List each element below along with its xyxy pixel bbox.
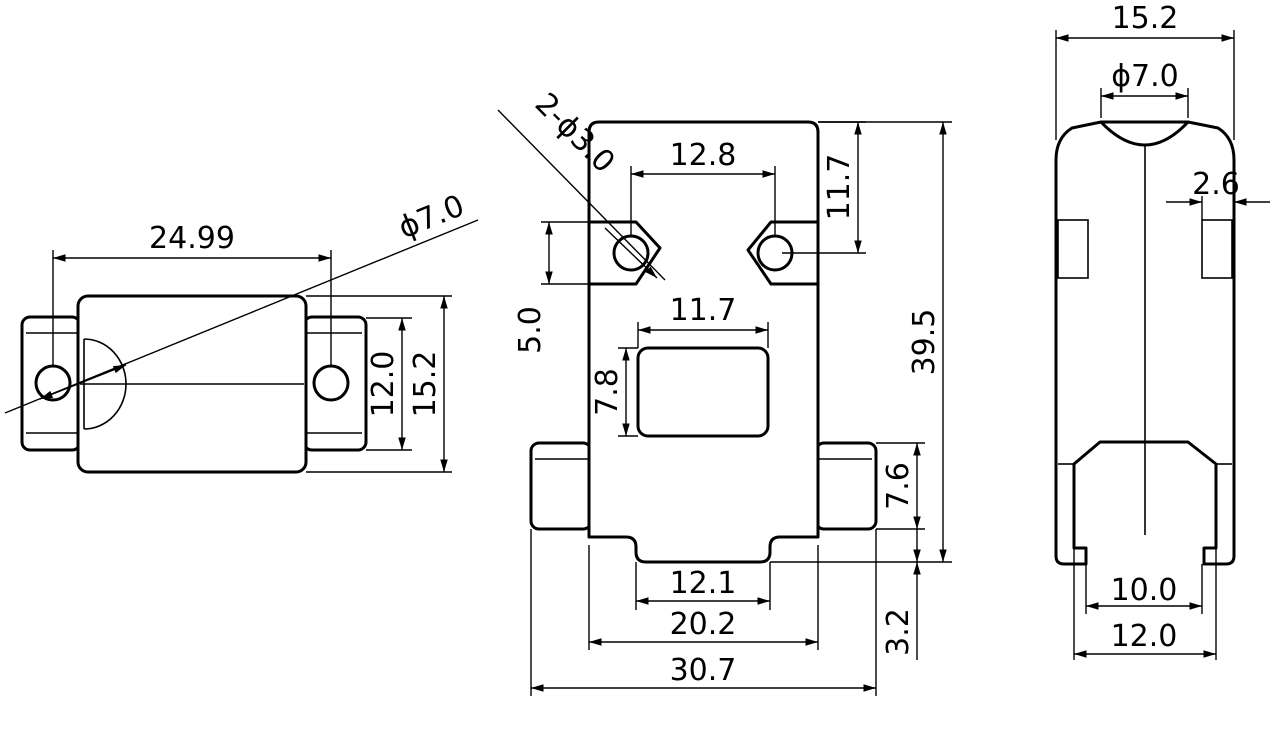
side-view: 24.99 ϕ7.0 12.0 15.2 xyxy=(4,188,479,474)
dim-side-width: 24.99 xyxy=(149,221,235,256)
dim-front-total-width: 30.7 xyxy=(670,653,737,688)
dim-front-total-height: 39.5 xyxy=(907,309,942,376)
dim-side-inner-height: 12.0 xyxy=(366,351,401,418)
right-flange xyxy=(814,441,878,531)
end-left-slot xyxy=(1057,219,1089,279)
left-hole xyxy=(34,364,72,402)
dim-front-flange-height: 7.6 xyxy=(881,462,916,510)
right-hole xyxy=(312,364,350,402)
end-view: 15.2 ϕ7.0 2.6 10.0 12.0 xyxy=(1054,1,1270,660)
connector-window xyxy=(636,346,770,438)
dim-end-width: 15.2 xyxy=(1112,1,1179,36)
dim-front-bottom-step: 3.2 xyxy=(881,608,916,656)
right-boss xyxy=(746,220,818,286)
cable-entry xyxy=(83,338,127,430)
dim-end-cable-dia: ϕ7.0 xyxy=(1111,59,1179,94)
dim-front-window-height: 7.8 xyxy=(590,368,625,416)
end-shell xyxy=(1054,120,1236,566)
front-view: 2-ϕ3.0 12.8 11.7 5.0 11.7 7.8 39.5 xyxy=(497,86,952,696)
end-right-slot xyxy=(1201,219,1233,279)
dim-side-outer-height: 15.2 xyxy=(408,351,443,418)
dim-side-hole-dia: ϕ7.0 xyxy=(394,188,470,246)
front-body xyxy=(587,120,820,564)
dim-front-window-width: 11.7 xyxy=(670,293,737,328)
dim-end-wall: 2.6 xyxy=(1192,167,1240,202)
dim-front-body-width: 20.2 xyxy=(670,607,737,642)
dim-front-top-to-hole: 11.7 xyxy=(822,154,857,221)
end-cable-arc xyxy=(1099,120,1190,147)
dim-front-hole-spacing: 12.8 xyxy=(670,138,737,173)
dim-front-hole-height: 5.0 xyxy=(513,306,548,354)
left-flange xyxy=(529,441,593,531)
dim-end-outer-width: 12.0 xyxy=(1111,619,1178,654)
dim-front-tab-width: 12.1 xyxy=(670,566,737,601)
left-boss xyxy=(589,220,662,286)
dim-end-inner-width: 10.0 xyxy=(1111,573,1178,608)
